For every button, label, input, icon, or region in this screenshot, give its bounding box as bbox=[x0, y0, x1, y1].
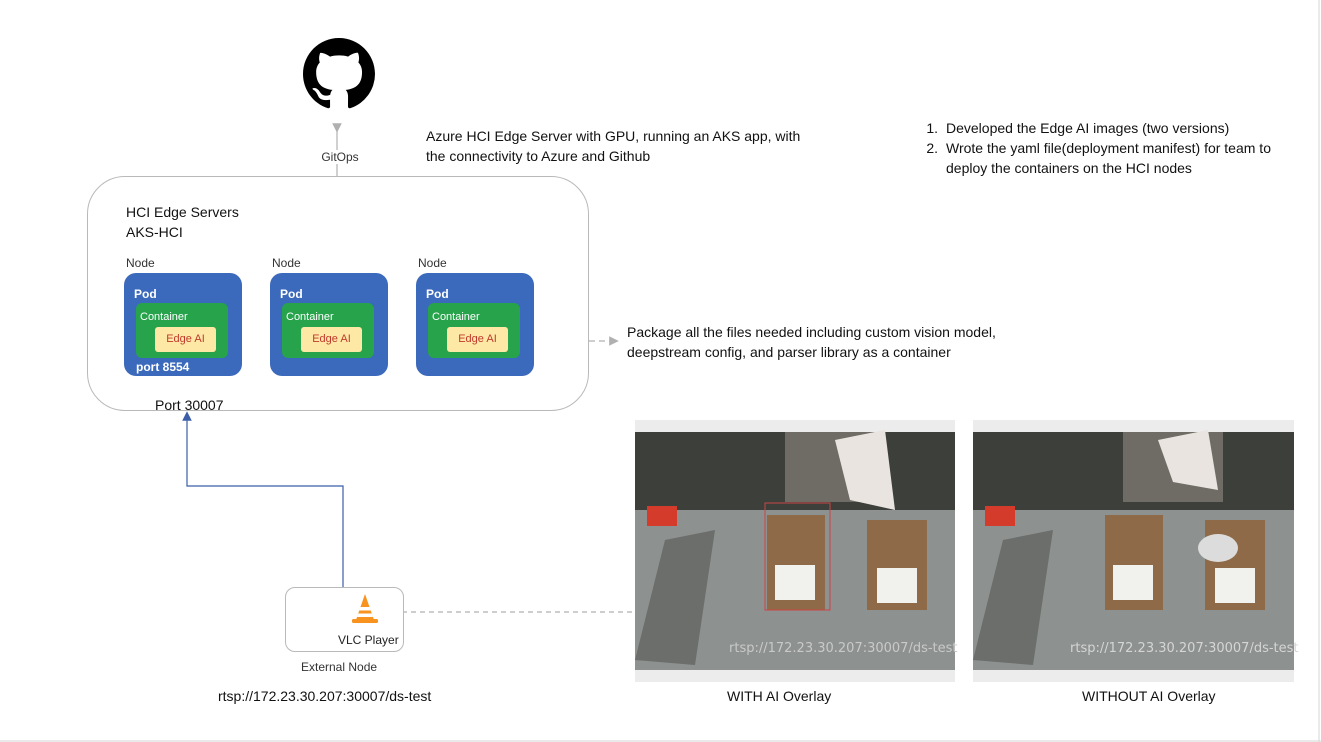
pod-label: Pod bbox=[426, 287, 449, 301]
node-label: Node bbox=[272, 256, 301, 270]
description: Azure HCI Edge Server with GPU, running … bbox=[426, 126, 800, 166]
step-item: 2.Wrote the yaml file(deployment manifes… bbox=[926, 140, 1271, 156]
node-label: Node bbox=[418, 256, 447, 270]
edge-ai-box: Edge AI bbox=[155, 327, 216, 352]
container: Container Edge AI bbox=[136, 303, 228, 358]
package-description: Package all the files needed including c… bbox=[627, 322, 996, 362]
step-item: deploy the containers on the HCI nodes bbox=[946, 160, 1192, 176]
github-icon bbox=[303, 38, 375, 109]
package-line-2: deepstream config, and parser library as… bbox=[627, 344, 951, 360]
external-node-label: External Node bbox=[301, 660, 378, 674]
cluster-title: HCI Edge Servers bbox=[126, 204, 239, 220]
gitops-label: GitOps bbox=[320, 150, 360, 164]
edge-ai-box: Edge AI bbox=[447, 327, 508, 352]
description-line-2: the connectivity to Azure and Github bbox=[426, 148, 651, 164]
container-label: Container bbox=[286, 311, 334, 323]
edge-ai-box: Edge AI bbox=[301, 327, 362, 352]
overlay-rtsp-text: rtsp://172.23.30.207:30007/ds-test bbox=[1070, 641, 1299, 656]
video-frame-without-overlay: rtsp://172.23.30.207:30007/ds-test bbox=[973, 420, 1299, 682]
pod: Pod Container Edge AI bbox=[416, 273, 534, 376]
caption-with-overlay: WITH AI Overlay bbox=[727, 688, 832, 704]
pod: Pod Container Edge AI bbox=[270, 273, 388, 376]
node-label: Node bbox=[126, 256, 155, 270]
container: Container Edge AI bbox=[282, 303, 374, 358]
vlc-label: VLC Player bbox=[338, 633, 399, 647]
overlay-rtsp-text: rtsp://172.23.30.207:30007/ds-test bbox=[729, 641, 958, 656]
vlc-cone-icon bbox=[352, 594, 378, 623]
container: Container Edge AI bbox=[428, 303, 520, 358]
vlc-player-box: VLC Player bbox=[285, 587, 404, 652]
caption-without-overlay: WITHOUT AI Overlay bbox=[1082, 688, 1216, 704]
cluster-subtitle: AKS-HCI bbox=[126, 224, 183, 240]
pod-label: Pod bbox=[280, 287, 303, 301]
external-port-label: Port 30007 bbox=[155, 397, 224, 413]
container-label: Container bbox=[140, 311, 188, 323]
package-line-1: Package all the files needed including c… bbox=[627, 324, 996, 340]
step-item: 1.Developed the Edge AI images (two vers… bbox=[926, 120, 1230, 136]
pod: Pod Container Edge AI port 8554 bbox=[124, 273, 242, 376]
rtsp-url: rtsp://172.23.30.207:30007/ds-test bbox=[218, 688, 432, 704]
video-frame-with-overlay: rtsp://172.23.30.207:30007/ds-test bbox=[635, 420, 958, 682]
container-label: Container bbox=[432, 311, 480, 323]
steps-list: 1.Developed the Edge AI images (two vers… bbox=[912, 118, 1271, 178]
pod-port-label: port 8554 bbox=[136, 360, 190, 374]
vlc-to-cluster-arrow bbox=[182, 411, 344, 587]
pod-label: Pod bbox=[134, 287, 157, 301]
description-line-1: Azure HCI Edge Server with GPU, running … bbox=[426, 128, 801, 144]
